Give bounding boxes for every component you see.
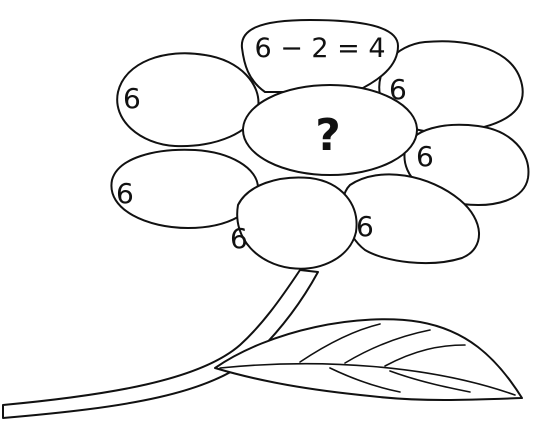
petal-number-left-lower: 6 bbox=[116, 177, 134, 210]
petal-number-right-lower: 6 bbox=[356, 210, 374, 243]
petal-bottom bbox=[237, 177, 356, 268]
equation-text: 6 − 2 = 4 bbox=[254, 33, 385, 64]
petal-number-bottom: 6 bbox=[230, 222, 248, 255]
center-question-mark: ? bbox=[315, 110, 341, 161]
petal-number-right-middle: 6 bbox=[416, 140, 434, 173]
petal-number-left-upper: 6 bbox=[123, 82, 141, 115]
petal-number-right-upper: 6 bbox=[389, 73, 407, 106]
